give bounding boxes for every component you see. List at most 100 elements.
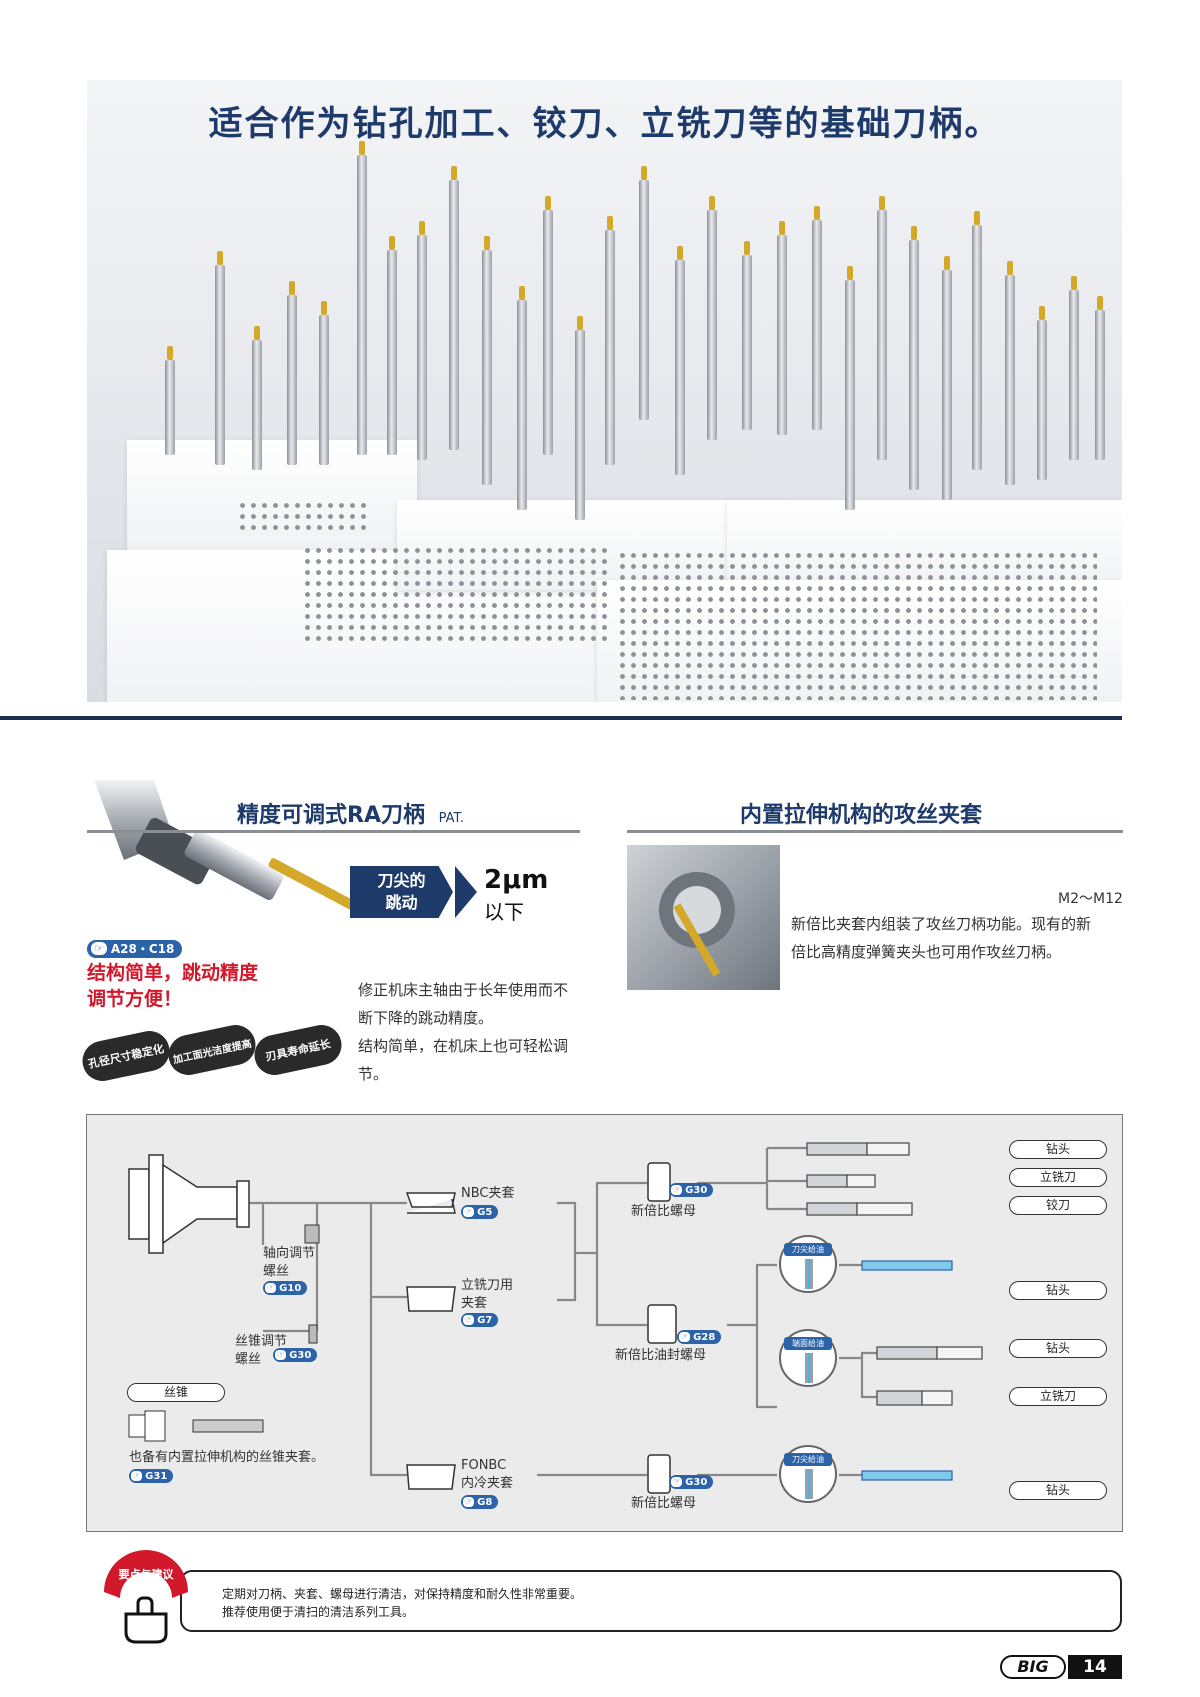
tool-holder [877, 196, 887, 460]
tool-endmill-pill: 立铣刀 [1009, 1168, 1107, 1187]
feature-badge: 孔径尺寸稳定化 [78, 1027, 174, 1085]
tap-collet-photo [627, 845, 780, 990]
tips-seal-icon: 要点与建议 [104, 1550, 188, 1644]
coolant-tip-icon: 刀尖给油 [779, 1235, 837, 1293]
drill-flute-drawing [936, 1346, 983, 1360]
endmill-flute-drawing [846, 1174, 876, 1188]
tool-holder [909, 226, 919, 490]
coolant-drill-drawing [861, 1260, 953, 1271]
tap-range: M2～M12 [1058, 891, 1123, 907]
runout-label: 刀尖的 跳动 [350, 866, 453, 918]
collet-array [237, 500, 367, 530]
feature-badge: 刃具寿命延长 [250, 1021, 346, 1079]
ra-ref[interactable]: ☞A28・C18 [87, 937, 183, 958]
tap-pill: 丝锥 [127, 1383, 225, 1402]
tool-holder [639, 166, 649, 420]
patent-mark: PAT. [438, 811, 465, 826]
section-rule [627, 830, 1123, 833]
hand-pointer-icon: ☞ [679, 1332, 691, 1342]
fonbc-collet-label: FONBC 内冷夹套 [461, 1458, 514, 1491]
nbc-collet-drawing [405, 1192, 456, 1214]
tool-endmill-pill: 立铣刀 [1009, 1387, 1107, 1406]
ref-g28[interactable]: ☞G28 [677, 1330, 722, 1344]
tool-holder [675, 246, 685, 475]
ref-g31[interactable]: ☞G31 [129, 1469, 174, 1483]
tool-holder [449, 166, 459, 450]
tool-holder [543, 196, 553, 455]
ref-g8[interactable]: ☞G8 [461, 1495, 499, 1509]
runout-sub: 以下 [484, 900, 524, 924]
display-platform [127, 440, 417, 550]
oil-nut-label: 新倍比油封螺母 [615, 1348, 707, 1363]
tool-drill-pill: 钻头 [1009, 1481, 1107, 1500]
tool-drill-pill: 钻头 [1009, 1140, 1107, 1159]
endmill-tool-drawing [806, 1174, 848, 1188]
taper-screw-drawing [308, 1324, 318, 1344]
tool-holder [845, 266, 855, 510]
ra-holder-image [94, 780, 360, 912]
ref-nut1-g30[interactable]: ☞G30 [669, 1183, 714, 1197]
runout-arrow-icon [455, 866, 477, 918]
ref-g7[interactable]: ☞G7 [461, 1313, 499, 1327]
collet-array [617, 550, 1097, 700]
drill-tool-drawing [806, 1142, 868, 1156]
oil-nut-drawing [647, 1304, 677, 1344]
tool-holder [707, 196, 717, 440]
hand-pointer-icon: ☞ [463, 1207, 475, 1217]
coolant-drill-drawing [861, 1470, 953, 1481]
tap-collet-drawing [128, 1410, 264, 1442]
ra-description: 修正机床主轴由于长年使用而不 断下降的跳动精度。 结构简单，在机床上也可轻松调 … [358, 981, 569, 1083]
tips-text: 定期对刀柄、夹套、螺母进行清洁，对保持精度和耐久性非常重要。 推荐使用便于清扫的… [222, 1587, 583, 1619]
connector-lines [128, 1142, 983, 1494]
coolant-face-icon: 端面给油 [779, 1329, 837, 1387]
hand-pointer-icon: ☞ [463, 1497, 475, 1507]
axial-screw-label: 轴向调节 螺丝 [263, 1246, 316, 1279]
reamer-flute-drawing [856, 1202, 913, 1216]
tool-holder [252, 326, 262, 470]
tool-holder [417, 221, 427, 460]
hand-pointer-icon: ☞ [671, 1185, 683, 1195]
tool-holder [319, 301, 329, 465]
ra-section-title: 精度可调式RA刀柄 PAT. [237, 803, 465, 828]
ref-g10[interactable]: ☞G10 [263, 1281, 308, 1295]
tap-collet-drawing [659, 872, 735, 977]
ref-g30[interactable]: ☞G30 [273, 1348, 318, 1362]
nut-drawing [647, 1454, 671, 1494]
reamer-tool-drawing [806, 1202, 858, 1216]
nut-drawing [647, 1162, 671, 1202]
tool-holder [1005, 261, 1015, 485]
nut-1-label: 新倍比螺母 [631, 1204, 697, 1219]
tool-holder [1095, 296, 1105, 460]
tips-seal-text: 要点与建议 [119, 1567, 175, 1581]
base-holder-drawing [128, 1154, 250, 1254]
ra-headline: 结构简单，跳动精度 调节方便！ [87, 962, 259, 1010]
hand-pointer-icon: ☞ [275, 1350, 287, 1360]
tool-holder [1037, 306, 1047, 480]
hand-pointer-icon: ☞ [671, 1477, 683, 1487]
hero-title: 适合作为钻孔加工、铰刀、立铣刀等的基础刀柄。 [208, 104, 1001, 144]
section-divider [0, 716, 1122, 720]
tool-holder [942, 256, 952, 500]
feature-badge: 加工面光洁度提高 [164, 1021, 260, 1079]
page-number: 14 [1068, 1655, 1122, 1679]
drill-flute-drawing [866, 1142, 910, 1156]
axial-screw-drawing [304, 1224, 320, 1244]
fonbc-collet-drawing [406, 1464, 456, 1490]
tool-reamer-pill: 铰刀 [1009, 1196, 1107, 1215]
hand-pointer-icon: ☞ [463, 1315, 475, 1325]
hand-pointer-icon: ☞ [91, 942, 107, 955]
tool-holder [575, 316, 585, 520]
tool-holder [605, 216, 615, 465]
ref-nut2-g30[interactable]: ☞G30 [669, 1475, 714, 1489]
collet-array [302, 545, 612, 645]
hand-pointer-icon: ☞ [265, 1283, 277, 1293]
tool-holder [1069, 276, 1079, 460]
tap-section-title: 内置拉伸机构的攻丝夹套 [740, 803, 983, 828]
tool-holder [812, 206, 822, 430]
ref-g5[interactable]: ☞G5 [461, 1205, 499, 1219]
nut-2-label: 新倍比螺母 [631, 1496, 697, 1511]
nbc-collet-label: NBC夹套 [461, 1186, 515, 1201]
tool-holder [972, 211, 982, 470]
runout-value: 2μm [484, 865, 549, 895]
tool-holder [742, 241, 752, 430]
